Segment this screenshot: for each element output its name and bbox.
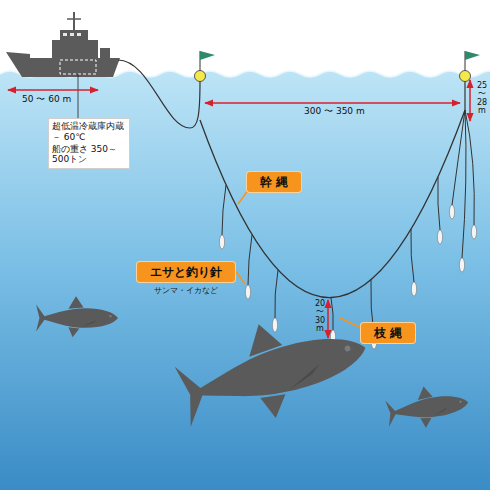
info-text: 超低温冷蔵庫内蔵 － 60℃ — [52, 121, 126, 143]
ship-window — [77, 33, 81, 36]
ship-window — [63, 33, 67, 36]
ship-deckhouse — [100, 48, 110, 58]
buoy — [460, 71, 471, 82]
ship-line — [118, 60, 200, 128]
callout-tag: 幹 縄 — [247, 171, 301, 192]
dimension-label: 25 〜 28 m — [475, 82, 489, 116]
buoy-flag — [200, 51, 215, 60]
info-text: 船の重さ 350～500トン — [52, 144, 126, 166]
dimension-arrow — [469, 80, 471, 121]
leader-line — [78, 74, 79, 119]
tag-heading: 幹 縄 — [247, 172, 301, 192]
dimension-label: 20 〜 30 m — [313, 300, 327, 334]
tuna-silhouette — [170, 299, 377, 440]
ship-yard — [67, 18, 81, 20]
bait-hook — [219, 235, 224, 249]
bait-hook — [245, 285, 250, 299]
branch-line — [222, 185, 226, 235]
branch-line — [462, 110, 466, 258]
tag-heading: エサと釣り針 — [137, 262, 235, 282]
buoy — [195, 71, 206, 82]
ship-mast — [73, 12, 75, 30]
branch-line — [248, 235, 252, 285]
freezer-outline — [60, 60, 96, 74]
bait-hook — [449, 205, 454, 219]
branch-line — [411, 229, 414, 282]
buoy-line — [464, 81, 465, 110]
dimension-label: 50 〜 60 m — [22, 95, 71, 104]
branch-line — [465, 110, 474, 225]
tag-note: サンマ・イカなど — [130, 285, 242, 296]
bait-hook — [459, 258, 464, 272]
dimension-arrow — [205, 102, 460, 104]
dimension-arrow — [8, 89, 98, 91]
tuna-silhouette — [36, 296, 118, 337]
ship-cabin — [52, 40, 98, 58]
ship-bridge — [60, 30, 88, 41]
branch-line — [331, 298, 333, 330]
tuna-silhouette — [384, 381, 471, 433]
callout-tag: エサと釣り針サンマ・イカなど — [130, 261, 242, 296]
ship-window — [70, 33, 74, 36]
dimension-label: 300 〜 350 m — [304, 107, 365, 116]
bait-hook — [411, 282, 416, 296]
dimension-arrow — [327, 300, 329, 338]
branch-line — [275, 270, 278, 318]
info-box: 超低温冷蔵庫内蔵 － 60℃船の重さ 350～500トン — [48, 118, 130, 169]
main-line — [200, 110, 465, 298]
callout-tag: 枝 縄 — [361, 322, 415, 343]
tag-heading: 枝 縄 — [361, 323, 415, 343]
bait-hook — [471, 225, 476, 239]
buoy-flag — [465, 51, 480, 60]
sea — [0, 71, 490, 490]
bait-hook — [437, 230, 442, 244]
bait-hook — [272, 318, 277, 332]
branch-line — [452, 110, 465, 205]
branch-line — [438, 177, 440, 230]
